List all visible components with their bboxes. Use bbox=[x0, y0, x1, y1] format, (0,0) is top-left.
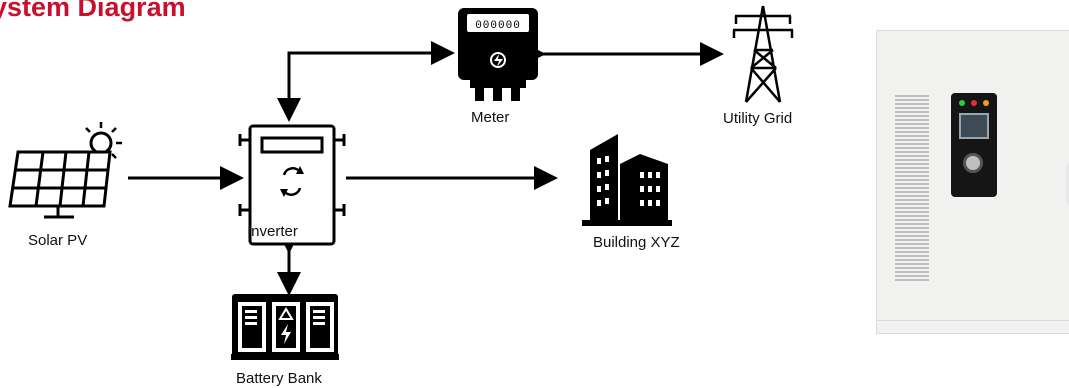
meter-readout: 000000 bbox=[475, 20, 521, 32]
label-inverter: Inverter bbox=[247, 223, 298, 240]
label-meter: Meter bbox=[471, 109, 510, 126]
label-battery-bank: Battery Bank bbox=[236, 370, 322, 387]
cabinet-control-panel bbox=[951, 93, 997, 197]
arrow-inverter-to-meter-top bbox=[287, 41, 455, 119]
cabinet-screen bbox=[959, 113, 989, 139]
building-icon bbox=[582, 134, 672, 226]
orange-led-icon bbox=[983, 100, 989, 106]
inverter-icon bbox=[238, 124, 346, 246]
system-diagram: 000000 bbox=[8, 5, 794, 360]
cabinet-switch-icon bbox=[963, 153, 983, 173]
cabinet-vent bbox=[895, 93, 929, 283]
connection-arrows bbox=[128, 41, 724, 296]
cabinet-seam bbox=[877, 320, 1069, 321]
utility-grid-icon bbox=[732, 5, 794, 103]
meter-icon bbox=[458, 8, 538, 101]
label-utility-grid: Utility Grid bbox=[723, 110, 793, 127]
red-led-icon bbox=[971, 100, 977, 106]
battery-bank-icon bbox=[231, 294, 339, 360]
green-led-icon bbox=[959, 100, 965, 106]
solar-panel-icon bbox=[8, 122, 122, 219]
diagram-title: ystem Diagram bbox=[0, 0, 186, 22]
label-solar-pv: Solar PV bbox=[28, 232, 88, 249]
battery-cabinet-photo bbox=[876, 30, 1069, 334]
label-building: Building XYZ bbox=[593, 234, 680, 251]
cabinet-handle bbox=[1066, 161, 1069, 207]
